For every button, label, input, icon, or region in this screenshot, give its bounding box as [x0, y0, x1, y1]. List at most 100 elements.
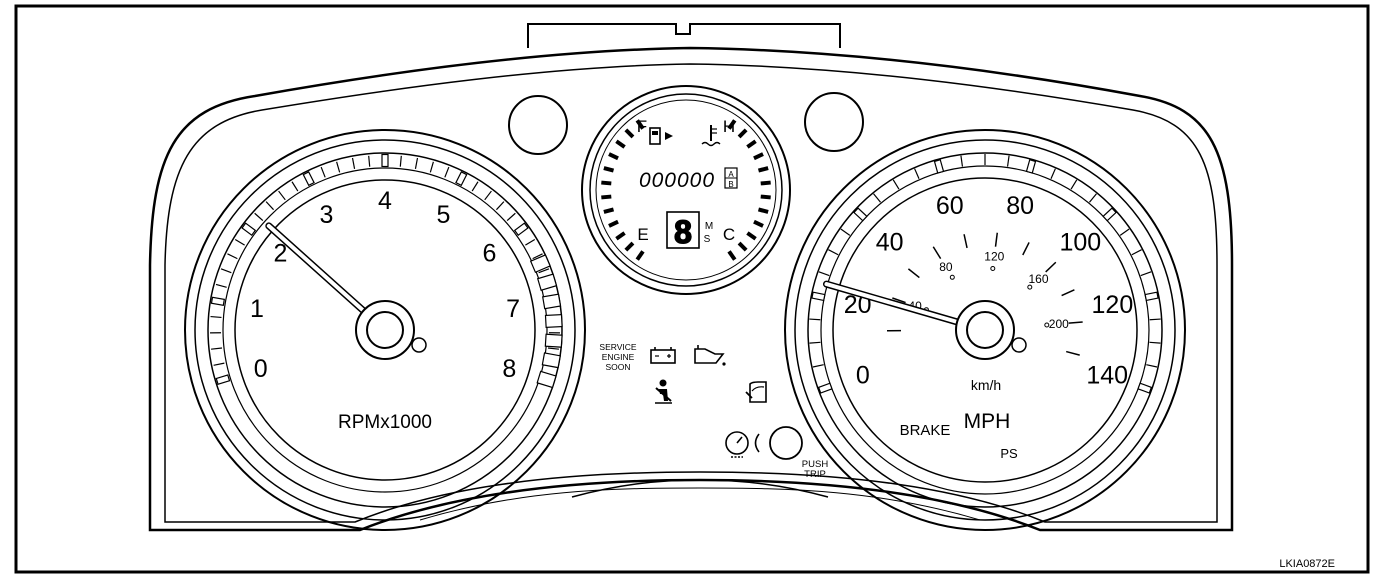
speedometer-mph-number: 0: [856, 362, 870, 390]
tachometer-redzone-block: [545, 334, 562, 347]
tachometer-number: 1: [250, 295, 264, 323]
tachometer-minor-tick: [235, 239, 244, 245]
tachometer-major-tick: [242, 223, 255, 235]
fuel-bar-segment: [624, 128, 634, 138]
tachometer-redzone-block: [542, 353, 560, 368]
tachometer-minor-tick: [496, 202, 503, 210]
temp-bar-segment: [758, 166, 769, 172]
cluster-housing-outer: [150, 48, 1232, 530]
temp-bar-segment: [753, 220, 764, 228]
tachometer-number: 5: [437, 201, 451, 229]
speedometer-minor-tick: [1150, 319, 1161, 320]
speedometer-minor-tick: [1141, 272, 1151, 276]
gear-indicator-digit: 8: [674, 214, 692, 250]
indicator-lens-left: [509, 96, 567, 154]
kmh-number: 160: [1028, 272, 1048, 286]
seatbelt-icon: [655, 380, 672, 404]
speedometer-minor-tick: [841, 229, 850, 235]
tachometer-number: 4: [378, 187, 392, 215]
temp-cold-label: C: [723, 225, 735, 244]
tachometer-unit-label: RPMx1000: [338, 412, 432, 433]
tachometer-number: 7: [506, 295, 520, 323]
temp-bar-segment: [753, 152, 764, 160]
speedometer-mph-number: 80: [1006, 192, 1034, 220]
tachometer-minor-tick: [525, 239, 534, 245]
tachometer-hub-pin: [412, 338, 426, 352]
tachometer-minor-tick: [211, 348, 222, 349]
indicator-lens-right: [805, 93, 863, 151]
center-display: F E H C 000000 A B 8 M S: [582, 86, 790, 294]
tachometer-major-tick: [216, 375, 229, 384]
tachometer-minor-tick: [445, 167, 449, 177]
service-engine-soon-line1: SERVICE: [599, 342, 636, 352]
fuel-bar-segment: [608, 220, 619, 228]
speedometer-major-tick: [1026, 160, 1035, 173]
tachometer-minor-tick: [369, 156, 370, 167]
fuel-bar-segment: [636, 250, 645, 260]
temp-hot-label: H: [723, 117, 735, 136]
fuel-bar-segment: [601, 181, 611, 186]
speedometer-mph-number: 60: [936, 192, 964, 220]
door-open-icon: [746, 382, 766, 402]
sport-mode-label: S: [704, 234, 711, 245]
cluster-top-tab: [528, 24, 840, 48]
kmh-dot: [950, 275, 954, 279]
kmh-tick: [1069, 322, 1083, 323]
tachometer-minor-tick: [214, 363, 225, 365]
temp-bar-segment: [761, 181, 771, 186]
tachometer-minor-tick: [321, 167, 325, 177]
kmh-dot: [991, 267, 995, 271]
fuel-pump-icon: [650, 128, 673, 144]
speedometer-unit-label: MPH: [964, 410, 1011, 433]
oil-can-icon: [695, 345, 726, 366]
temp-bar-segment: [746, 231, 756, 240]
speedometer-minor-tick: [1089, 194, 1096, 203]
tachometer-major-tick: [382, 155, 388, 167]
kmh-tick: [1062, 290, 1075, 296]
tachometer-minor-tick: [255, 213, 263, 220]
speedometer-minor-tick: [893, 180, 899, 189]
speedometer-major-tick: [819, 383, 832, 393]
tachometer-hub-inner: [367, 312, 403, 348]
fuel-bar-segment: [603, 207, 614, 213]
speedometer-hub-pin: [1012, 338, 1026, 352]
tachometer-number: 8: [502, 355, 516, 383]
odometer-mode-b: B: [728, 180, 733, 189]
kmh-unit-label: km/h: [971, 377, 1001, 393]
speedometer-minor-tick: [1132, 250, 1142, 255]
tachometer-minor-tick: [430, 162, 433, 173]
battery-icon: [651, 347, 675, 363]
speedometer-minor-tick: [1120, 229, 1129, 235]
kmh-tick: [908, 269, 919, 278]
tachometer-number: 0: [254, 355, 268, 383]
cruise-control-icon: [726, 432, 759, 457]
trip-reset-knob[interactable]: [770, 427, 802, 459]
speedometer-mph-number: 140: [1086, 362, 1128, 390]
tachometer-major-tick: [211, 297, 224, 305]
tachometer-minor-tick: [216, 284, 227, 287]
fuel-bar-segment: [624, 242, 634, 252]
tachometer-minor-tick: [227, 254, 237, 259]
speedometer-minor-tick: [819, 272, 829, 276]
speedometer-major-tick: [934, 160, 943, 173]
tachometer-minor-tick: [472, 182, 478, 191]
tachometer-number: 3: [320, 201, 334, 229]
kmh-tick: [1023, 242, 1029, 255]
speedometer-minor-tick: [809, 342, 820, 343]
tachometer-minor-tick: [548, 348, 559, 349]
kmh-tick: [933, 247, 940, 259]
tachometer-major-tick: [456, 172, 467, 185]
tachometer-minor-tick: [292, 182, 298, 191]
temp-bar-segment: [738, 242, 748, 252]
tachometer-minor-tick: [211, 317, 222, 318]
speedometer-major-tick: [812, 292, 825, 300]
odometer-mode-a: A: [728, 170, 734, 179]
speedometer-major-tick: [1138, 383, 1151, 393]
tachometer-redzone-block: [537, 371, 556, 387]
speedometer-minor-tick: [874, 194, 881, 203]
tachometer-major-tick: [515, 223, 528, 235]
tachometer-major-tick: [303, 172, 314, 185]
tachometer-redzone-block: [538, 274, 557, 290]
